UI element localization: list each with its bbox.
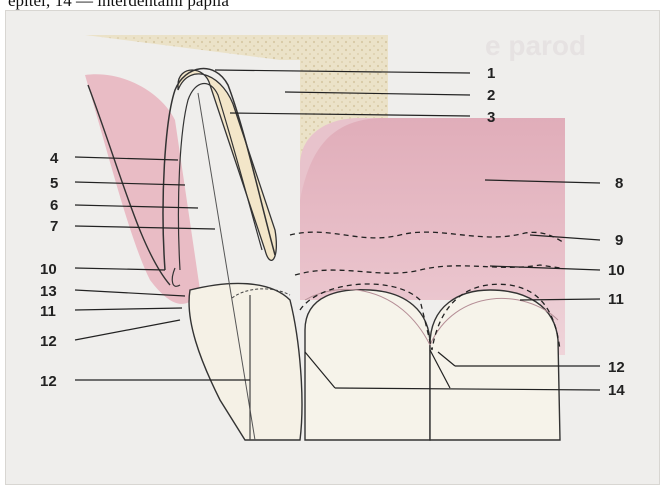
tooth-root-outline [178, 70, 276, 260]
label-11-left: 11 [40, 303, 56, 320]
label-10-right: 10 [608, 262, 625, 279]
label-9: 9 [615, 232, 623, 249]
label-6: 6 [50, 197, 58, 214]
incisor-1 [305, 290, 430, 440]
label-7: 7 [50, 218, 58, 235]
incisor-2 [430, 290, 560, 440]
label-8: 8 [615, 175, 623, 192]
label-3: 3 [487, 109, 495, 126]
left-tooth-crown [189, 283, 302, 440]
label-14: 14 [608, 382, 625, 399]
ghost-text: e parod [485, 30, 586, 61]
label-13: 13 [40, 283, 57, 300]
label-12-bottom: 12 [40, 373, 57, 390]
label-12-right: 12 [608, 359, 625, 376]
label-2: 2 [487, 87, 495, 104]
label-11-right: 11 [608, 291, 624, 308]
label-1: 1 [487, 65, 495, 82]
label-5: 5 [50, 175, 58, 192]
label-4: 4 [50, 150, 59, 167]
label-12-left: 12 [40, 333, 57, 350]
label-10-left: 10 [40, 261, 57, 278]
